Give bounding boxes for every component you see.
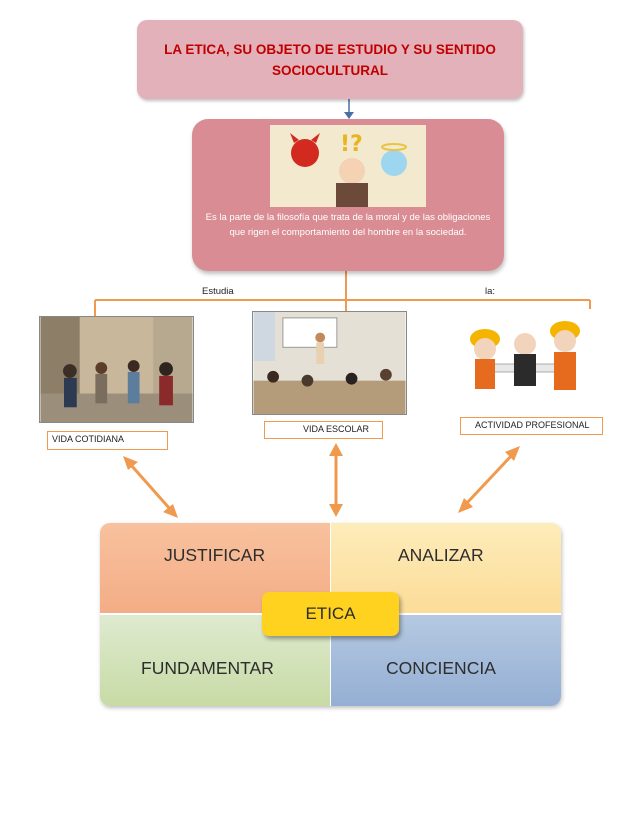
moral-dilemma-cartoon-icon: !? bbox=[270, 125, 426, 207]
area-caption-vida-escolar: VIDA ESCOLAR bbox=[264, 421, 383, 439]
quadrant-label-justificar: JUSTIFICAR bbox=[164, 545, 266, 565]
svg-text:!?: !? bbox=[340, 132, 363, 157]
classroom-photo-icon bbox=[252, 311, 407, 415]
area-caption-actividad-profesional: ACTIVIDAD PROFESIONAL bbox=[460, 417, 603, 435]
workers-meeting-photo-icon bbox=[440, 309, 595, 410]
down-arrow-icon bbox=[344, 99, 354, 119]
double-arrow-right-icon bbox=[458, 446, 520, 513]
definition-text: Es la parte de la filosofía que trata de… bbox=[205, 212, 491, 238]
double-arrow-left-icon bbox=[123, 456, 178, 518]
quadrant-label-analizar: ANALIZAR bbox=[398, 545, 484, 565]
quadrant-label-fundamentar: FUNDAMENTAR bbox=[141, 658, 274, 678]
center-box-etica: ETICA bbox=[262, 592, 399, 636]
branch-right-label: la: bbox=[485, 286, 496, 297]
title-box: LA ETICA, SU OBJETO DE ESTUDIO Y SU SENT… bbox=[137, 20, 523, 99]
street-crowd-photo-icon bbox=[39, 316, 194, 423]
quadrant-label-conciencia: CONCIENCIA bbox=[386, 658, 496, 678]
center-label: ETICA bbox=[305, 604, 356, 623]
area-caption-vida-cotidiana: VIDA COTIDIANA bbox=[47, 431, 168, 450]
branch-left-label: Estudia bbox=[202, 286, 234, 297]
double-arrow-middle-icon bbox=[329, 443, 343, 517]
title-text: LA ETICA, SU OBJETO DE ESTUDIO Y SU SENT… bbox=[164, 41, 496, 78]
branch-bracket bbox=[94, 271, 591, 316]
